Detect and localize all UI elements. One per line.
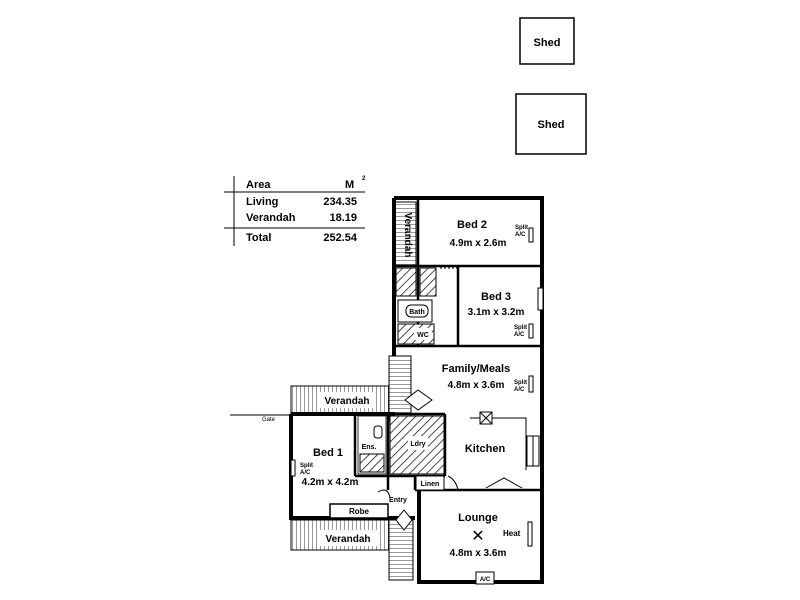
room-bed1: Bed 1 4.2m x 4.2m Split A/C	[290, 447, 359, 488]
lounge-heat-label: Heat	[503, 529, 521, 538]
area-row-verandah-label: Verandah	[246, 212, 296, 224]
ac-unit: A/C	[475, 571, 495, 585]
lower-verandah-label: Verandah	[325, 534, 370, 545]
area-header-unit: M	[345, 179, 354, 191]
family-ac-label: A/C	[514, 387, 525, 393]
kitchen-name: Kitchen	[465, 443, 506, 455]
room-lounge: Lounge ✕ 4.8m x 3.6m Heat	[450, 512, 533, 559]
bed3-name: Bed 3	[481, 291, 511, 303]
bed1-split-label: Split	[300, 463, 313, 469]
side-verandah: Verandah	[393, 201, 417, 269]
bed3-ac-label: A/C	[514, 332, 525, 338]
upper-verandah-label: Verandah	[324, 396, 369, 407]
area-row-living-label: Living	[246, 196, 278, 208]
laundry: Ldry	[389, 415, 445, 475]
room-bed3: Bed 3 3.1m x 3.2m Split A/C	[468, 287, 544, 339]
lounge-name: Lounge	[458, 512, 498, 524]
lower-verandah: Verandah	[290, 519, 414, 581]
linen-label: Linen	[421, 481, 440, 488]
bed1-size: 4.2m x 4.2m	[302, 477, 359, 488]
entry: Entry	[377, 475, 459, 531]
area-header-unit-sup: 2	[362, 176, 366, 182]
shed-large-label: Shed	[538, 119, 565, 131]
room-kitchen: Kitchen	[465, 411, 540, 489]
wet-area: Bath WC	[395, 267, 437, 345]
area-total-label: Total	[246, 232, 271, 244]
area-row-verandah-value: 18.19	[329, 212, 357, 224]
bed2-size: 4.9m x 2.6m	[450, 238, 507, 249]
area-total-value: 252.54	[323, 232, 358, 244]
room-bed2: Bed 2 4.9m x 2.6m Split A/C	[450, 219, 534, 249]
entry-label: Entry	[389, 497, 407, 504]
bed3-split-label: Split	[514, 325, 527, 331]
lounge-x-marker: ✕	[471, 528, 484, 545]
openings	[400, 267, 458, 347]
gate: Gate	[230, 414, 290, 423]
robe-label: Robe	[349, 507, 370, 516]
family-split-label: Split	[514, 380, 527, 386]
wc-label: WC	[417, 332, 429, 339]
family-name: Family/Meals	[442, 363, 510, 375]
bed3-size: 3.1m x 3.2m	[468, 307, 525, 318]
shed-small-label: Shed	[534, 37, 561, 49]
upper-verandah: Verandah	[290, 355, 412, 421]
laundry-label: Ldry	[410, 441, 425, 448]
linen: Linen	[415, 475, 445, 491]
gate-label: Gate	[262, 417, 276, 423]
bed2-ac-label: A/C	[515, 232, 526, 238]
bath-label: Bath	[409, 309, 425, 316]
ac-label: A/C	[480, 577, 491, 583]
area-row-living-value: 234.35	[323, 196, 357, 208]
bed2-split-label: Split	[515, 225, 528, 231]
bed1-ac-label: A/C	[300, 470, 311, 476]
area-header-label: Area	[246, 179, 271, 191]
robe: Robe	[329, 503, 389, 519]
area-table: Area M 2 Living 234.35 Verandah 18.19 To…	[224, 176, 366, 246]
shed-small: Shed	[519, 17, 575, 65]
side-verandah-label: Verandah	[402, 212, 413, 257]
shed-large: Shed	[515, 93, 587, 155]
family-size: 4.8m x 3.6m	[448, 380, 505, 391]
room-family-meals: Family/Meals 4.8m x 3.6m Split A/C	[404, 363, 534, 411]
ens-label: Ens.	[362, 444, 377, 451]
bed2-name: Bed 2	[457, 219, 487, 231]
lounge-size: 4.8m x 3.6m	[450, 548, 507, 559]
bed1-name: Bed 1	[313, 447, 343, 459]
ensuite: Ens.	[357, 415, 387, 475]
